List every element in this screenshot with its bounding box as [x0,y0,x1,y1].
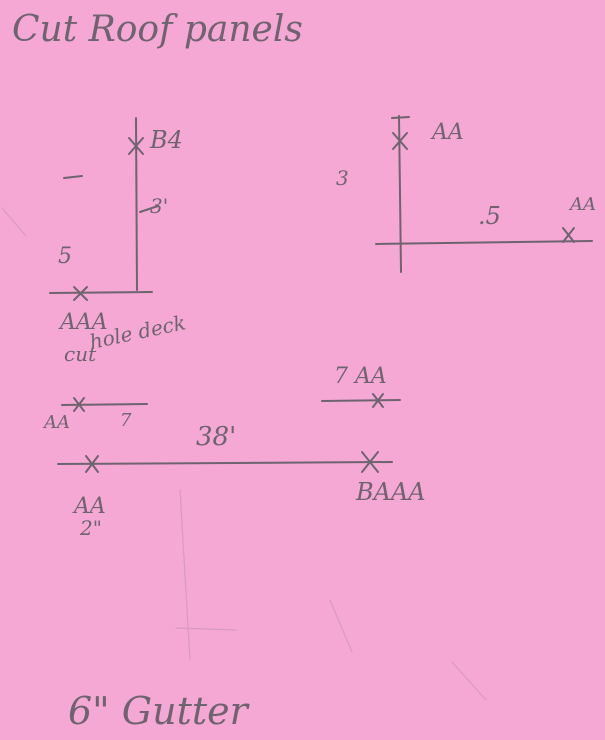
small-left-x-mark [73,397,85,412]
span-left-label: AA [74,494,106,519]
right-top-label: AA [432,120,464,145]
span-line [57,461,393,465]
right-top-cap [391,116,410,119]
left-top-label: B4 [150,126,183,154]
small-right-line [321,399,401,402]
left-dash [63,175,83,179]
span-right-label: BAAA [356,478,426,506]
left-top-x-mark [128,137,144,155]
right-top-x-mark [392,132,408,150]
left-middle-tick [139,205,159,213]
left-note-line-1: cut [64,342,97,366]
small-left-mark: 7 [120,410,132,431]
left-middle-label: 3' [150,194,169,218]
right-end-x-mark [562,227,575,243]
left-bottom-label: AAA [60,310,108,335]
faint-mark [451,661,487,701]
right-side-label: 3 [336,166,349,190]
right-end-label: AA [570,194,596,215]
right-middle-label: .5 [478,202,501,230]
faint-mark [329,599,353,653]
faint-mark [179,489,191,661]
span-label: 38' [196,422,237,452]
small-left-line [61,403,148,406]
left-bottom-x-mark [73,286,88,301]
right-horizontal-line [375,240,593,245]
note-title: Cut Roof panels [12,9,303,50]
faint-mark [175,627,237,631]
left-side-label: 5 [58,244,72,269]
span-right-x-mark [361,451,379,473]
span-left-x-mark [85,455,99,473]
small-right-label: 7 AA [334,364,387,389]
small-left-label: AA [44,412,70,433]
note-footer: 6" Gutter [68,689,248,733]
small-right-x-mark [372,393,384,408]
faint-mark [1,207,27,237]
span-left-sublabel: 2" [80,516,102,540]
left-horizontal-line [49,291,153,294]
